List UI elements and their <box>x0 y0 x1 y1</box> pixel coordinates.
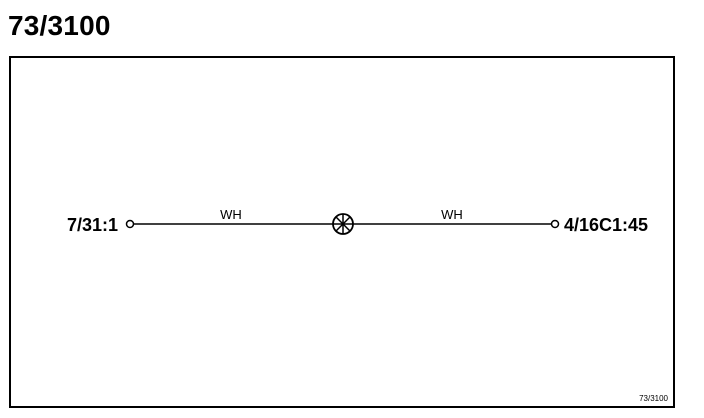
left-terminal-connector <box>125 219 135 229</box>
left-terminal-label: 7/31:1 <box>67 215 118 235</box>
diagram-frame <box>9 56 675 408</box>
reference-label: 73/3100 <box>639 394 668 403</box>
right-wire-color-label: WH <box>441 207 463 222</box>
right-terminal-connector <box>550 219 560 229</box>
left-wire-color-label: WH <box>220 207 242 222</box>
lamp-symbol-icon <box>332 213 354 235</box>
right-terminal-label: 4/16C1:45 <box>564 215 648 235</box>
page-title: 73/3100 <box>8 10 111 41</box>
